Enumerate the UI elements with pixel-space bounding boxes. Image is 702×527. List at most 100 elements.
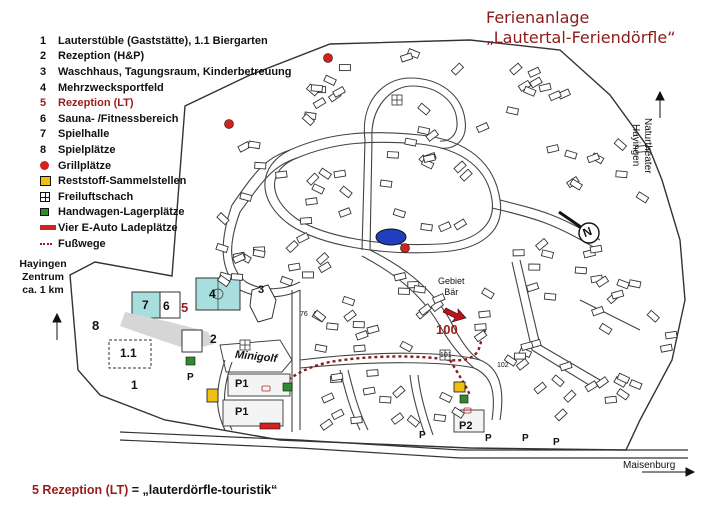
cabin	[352, 320, 365, 329]
cabin	[604, 395, 618, 404]
facility-7-label: 7	[142, 298, 149, 312]
cabin	[554, 408, 568, 422]
hayingen-label: Hayingen Zentrum ca. 1 km	[12, 258, 74, 297]
cabin	[509, 62, 523, 76]
cabin	[287, 262, 301, 272]
facility-4-label: 4	[209, 287, 216, 301]
cabin	[338, 64, 351, 72]
cabin	[615, 170, 628, 179]
cabin	[393, 271, 407, 282]
cabin	[343, 309, 357, 323]
cabin	[527, 66, 542, 78]
cabin	[417, 125, 431, 136]
facility-6-label: 6	[163, 299, 170, 313]
cabin	[310, 84, 324, 93]
cabin	[417, 102, 431, 116]
cabin	[478, 310, 491, 319]
cabin	[595, 275, 610, 288]
cabin	[481, 287, 495, 300]
cabin	[399, 340, 414, 353]
cabin	[475, 122, 490, 134]
cabin	[613, 138, 628, 152]
cabin	[543, 292, 557, 301]
legend-text: Sauna- /Fitnessbereich	[58, 112, 179, 125]
legend-text: Rezeption (H&P)	[58, 50, 145, 63]
maisenburg-label: Maisenburg	[623, 460, 676, 471]
parking-p-label-2: P	[419, 430, 426, 441]
cabin	[616, 278, 630, 290]
cabin	[366, 324, 380, 335]
cabin	[252, 248, 266, 259]
cabin	[616, 372, 631, 384]
direction-arrows	[52, 90, 696, 477]
cabin	[397, 287, 411, 295]
cabin	[386, 151, 400, 159]
green-box-icon	[40, 208, 49, 217]
cabin	[634, 144, 648, 154]
legend-text: Rezeption (LT)	[58, 97, 134, 110]
building-6	[159, 291, 181, 319]
gebiet-baer-label: Gebiet Bär	[438, 276, 465, 298]
cabin	[548, 90, 562, 102]
yellow-box-icon	[40, 176, 51, 187]
cabin-100-label: 100	[436, 322, 458, 337]
chess-board	[239, 94, 451, 361]
pond	[375, 228, 407, 246]
cabin	[574, 266, 588, 275]
cabin	[628, 279, 642, 289]
cabin	[315, 252, 330, 266]
cabin	[317, 261, 332, 274]
cabin	[450, 62, 465, 76]
cabin	[254, 161, 267, 170]
legend-key: 5	[40, 97, 47, 110]
hayingen-line1: Hayingen	[19, 258, 67, 270]
cabin	[392, 208, 407, 219]
cabin	[326, 322, 339, 331]
cabin	[338, 207, 352, 218]
cabin	[306, 172, 320, 186]
reception-2	[181, 329, 203, 353]
cabin	[413, 285, 427, 294]
dotted-path-icon	[40, 242, 52, 245]
cabin	[295, 232, 310, 244]
cabin	[474, 323, 487, 331]
cabin	[514, 352, 526, 360]
cabin	[438, 391, 453, 404]
cabin	[431, 293, 446, 305]
park-boundary	[69, 39, 686, 451]
cabin	[323, 74, 337, 86]
baer-line: Bär	[444, 287, 459, 297]
cabin	[584, 380, 599, 393]
cabin	[318, 167, 333, 180]
cabin	[330, 372, 344, 382]
cabin	[569, 178, 583, 191]
cabin	[546, 144, 560, 154]
cabin	[247, 140, 261, 150]
cabin	[420, 222, 433, 232]
cabin	[392, 385, 406, 399]
cabin	[332, 86, 346, 98]
cabin	[312, 97, 327, 110]
hayingen-line2: Zentrum	[22, 271, 64, 283]
cabin	[379, 395, 392, 404]
cabin	[535, 237, 549, 251]
legend-item: Freiluftschach	[40, 189, 320, 205]
grill-places	[224, 53, 410, 253]
cabin	[274, 170, 288, 179]
minigolf-area	[219, 339, 293, 373]
cabin	[285, 239, 299, 254]
legend-text: Mehrzwecksportfeld	[58, 81, 164, 94]
bottom-note: 5 Rezeption (LT) = „lauterdörfle-tourist…	[32, 483, 277, 497]
north-indicator	[558, 210, 600, 244]
cabin	[239, 192, 253, 202]
legend-item: Vier E-Auto Ladeplätze	[40, 220, 320, 236]
cabin	[216, 212, 230, 226]
cabin	[418, 303, 432, 316]
legend-key: 7	[40, 128, 47, 141]
legend-text: Fußwege	[58, 237, 106, 250]
cabin	[525, 282, 540, 293]
cabin-76-label: 76	[300, 311, 308, 318]
cabin	[453, 218, 468, 231]
cabin-102-label: 102	[497, 362, 509, 369]
